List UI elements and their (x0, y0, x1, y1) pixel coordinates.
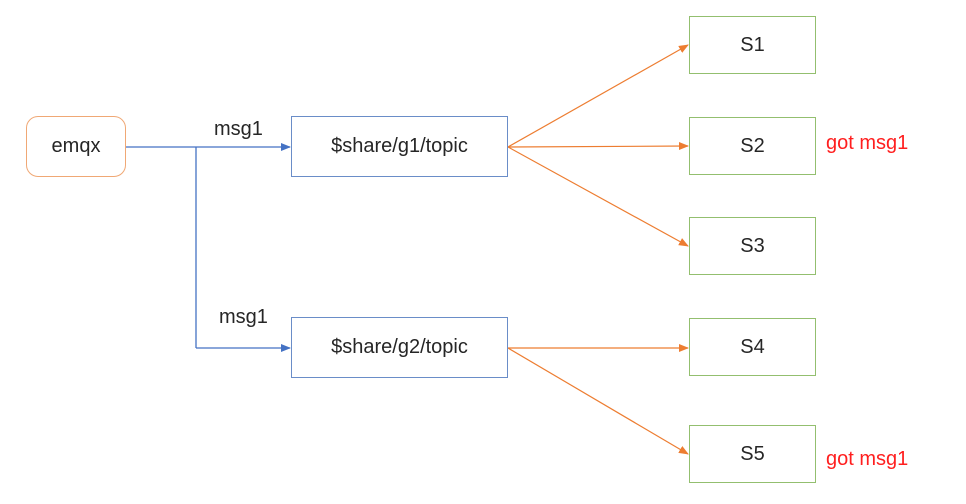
delivery-note-s2: got msg1 (826, 132, 909, 154)
subscriber-label-s2: S2 (740, 134, 765, 157)
subscriber-label-s3: S3 (740, 234, 765, 257)
topic-label-g1: $share/g1/topic (331, 135, 468, 157)
edge-label-msg1-g2: msg1 (219, 306, 268, 328)
subscriber-label-s5: S5 (740, 442, 765, 465)
subscriber-node-s5: S5 (689, 425, 816, 483)
topic-node-g2: $share/g2/topic (291, 317, 508, 378)
subscriber-node-s2: S2 (689, 117, 816, 175)
edge-label-msg1-g1: msg1 (214, 118, 263, 140)
broker-node-emqx: emqx (26, 116, 126, 177)
topic-label-g2: $share/g2/topic (331, 336, 468, 358)
subscriber-label-s4: S4 (740, 335, 765, 358)
subscriber-node-s1: S1 (689, 16, 816, 74)
delivery-note-s5: got msg1 (826, 448, 909, 470)
subscriber-node-s4: S4 (689, 318, 816, 376)
broker-label: emqx (51, 135, 101, 157)
edge-g2-to-s5 (507, 347, 689, 455)
subscriber-node-s3: S3 (689, 217, 816, 275)
edge-g1-to-s3 (507, 146, 689, 247)
edge-g1-to-s1 (507, 44, 689, 148)
edge-g1-to-s2 (507, 142, 689, 151)
subscriber-label-s1: S1 (740, 33, 765, 56)
topic-node-g1: $share/g1/topic (291, 116, 508, 177)
